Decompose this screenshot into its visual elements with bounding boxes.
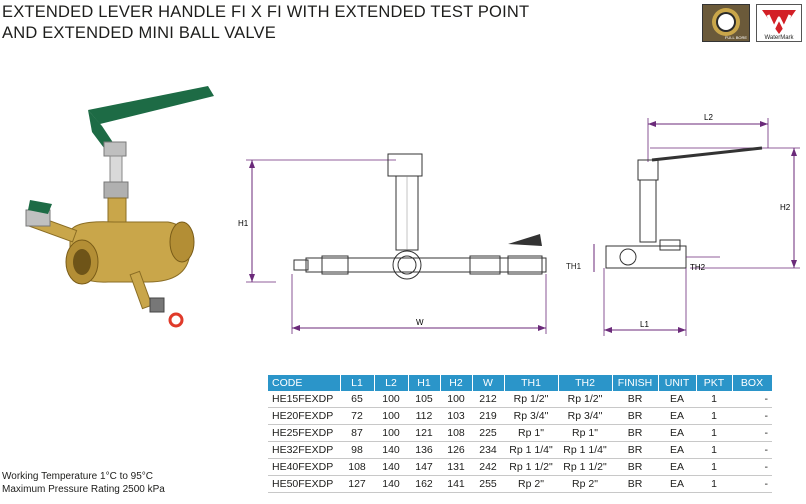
dimension-label-th2: TH2 [690,263,706,272]
col-code: CODE [268,375,341,391]
full-bore-logo: FULL BORE [702,4,750,42]
product-spec-table: CODE L1 L2 H1 H2 W TH1 TH2 FINISH UNIT P… [268,375,773,493]
side-view-diagram: L2 H2 TH2 L1 [593,113,800,336]
col-l1: L1 [340,375,375,391]
dimension-label-th1: TH1 [566,262,582,271]
watermark-text: WaterMark [764,35,794,41]
max-pressure: Maximum Pressure Rating 2500 kPa [2,484,165,495]
col-l2: L2 [374,375,409,391]
watermark-logo: WaterMark [756,4,802,42]
front-view-diagram: H1 W [238,153,547,334]
col-h1: H1 [408,375,441,391]
dimension-label-l1: L1 [640,320,649,329]
working-temperature: Working Temperature 1°C to 95°C [2,471,154,482]
dimension-label-l2: L2 [704,113,713,122]
col-th1: TH1 [504,375,559,391]
page-title: EXTENDED LEVER HANDLE FI X FI WITH EXTEN… [2,2,529,44]
col-h2: H2 [440,375,473,391]
title-line-2: AND EXTENDED MINI BALL VALVE [2,24,276,42]
col-th2: TH2 [558,375,613,391]
dimension-label-h2: H2 [780,203,791,212]
title-line-1: EXTENDED LEVER HANDLE FI X FI WITH EXTEN… [2,3,530,21]
ball-valve-product-image [25,86,214,328]
full-bore-text: FULL BORE [725,35,747,40]
dimension-label-h1: H1 [238,219,249,228]
col-unit: UNIT [658,375,697,391]
col-finish: FINISH [612,375,659,391]
col-w: W [472,375,505,391]
col-box: BOX [732,375,773,391]
col-pkt: PKT [696,375,733,391]
table-header-row: CODE L1 L2 H1 H2 W TH1 TH2 FINISH UNIT P… [268,375,773,391]
dimension-label-w: W [416,318,424,327]
specifications: Working Temperature 1°C to 95°C Maximum … [2,470,165,496]
